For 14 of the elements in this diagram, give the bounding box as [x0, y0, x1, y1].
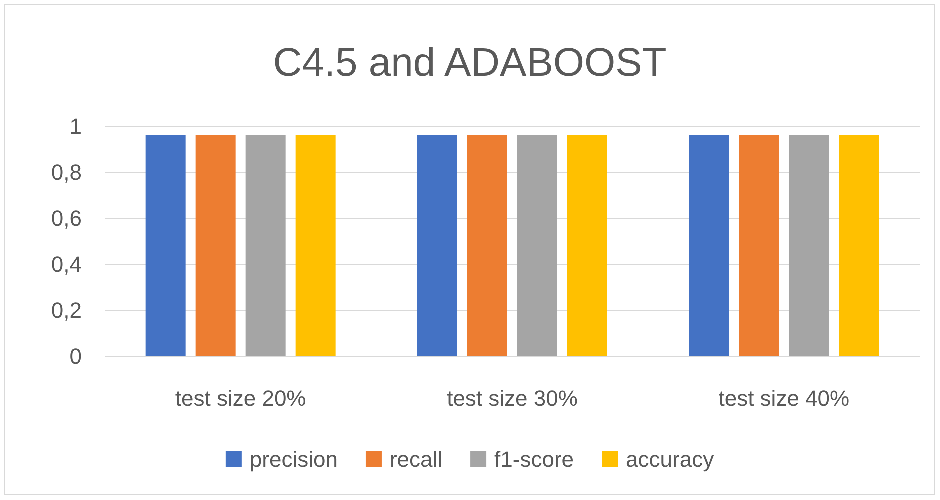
- legend-label: accuracy: [626, 447, 714, 472]
- legend-label: precision: [250, 447, 338, 472]
- y-tick-label: 0,6: [51, 206, 82, 231]
- chart-title: C4.5 and ADABOOST: [273, 41, 667, 85]
- y-tick-label: 0: [70, 344, 82, 369]
- x-tick-label: test size 30%: [447, 386, 578, 411]
- y-tick-label: 0,8: [51, 160, 82, 185]
- legend-label: recall: [390, 447, 443, 472]
- x-tick-label: test size 20%: [175, 386, 306, 411]
- y-tick-label: 0,2: [51, 298, 82, 323]
- y-tick-label: 1: [70, 114, 82, 139]
- y-tick-label: 0,4: [51, 252, 82, 277]
- x-tick-label: test size 40%: [718, 386, 850, 411]
- legend-label: f1-score: [494, 447, 574, 472]
